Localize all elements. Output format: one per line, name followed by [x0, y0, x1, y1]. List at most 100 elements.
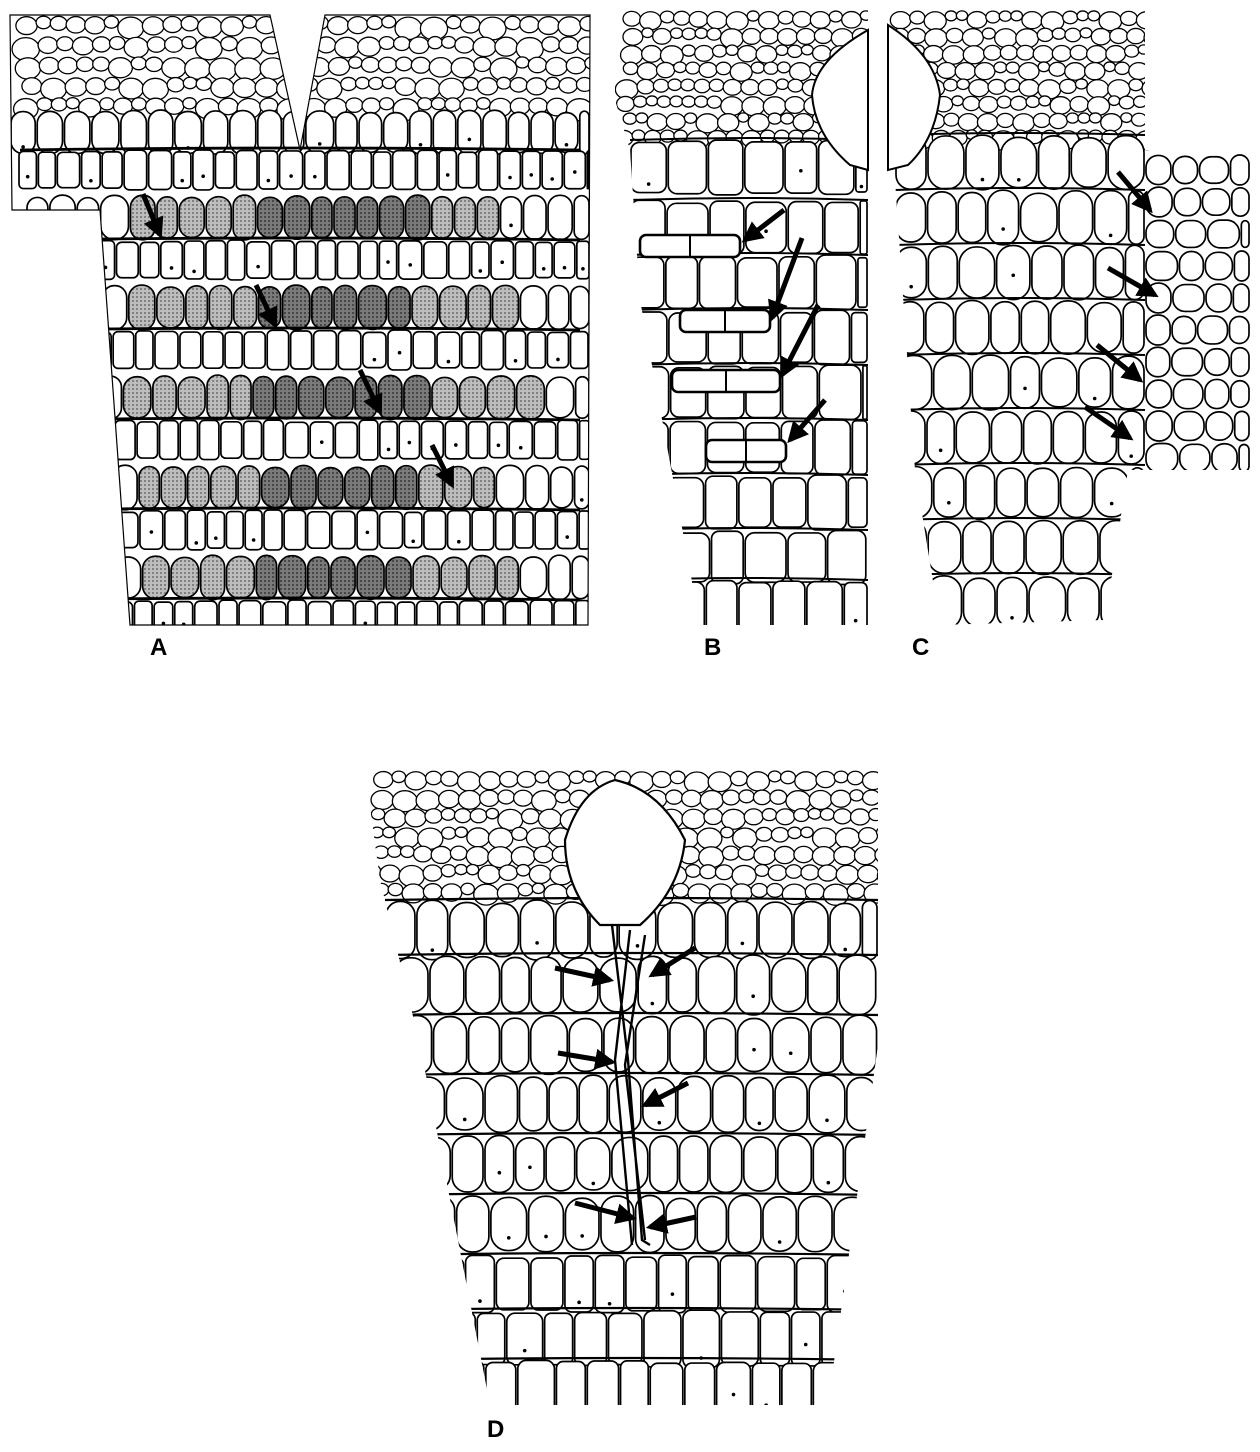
nucleus-dot	[89, 179, 93, 183]
nucleus-dot	[1017, 178, 1021, 182]
small-cell	[636, 113, 648, 123]
cell	[851, 313, 867, 363]
small-cell	[988, 79, 1006, 94]
cell	[963, 521, 991, 573]
cell	[858, 258, 867, 307]
cell	[394, 958, 428, 1012]
cell	[64, 111, 89, 153]
cell	[384, 113, 408, 153]
cell	[668, 141, 706, 194]
small-cell	[341, 77, 357, 90]
small-cell	[498, 790, 515, 804]
cell	[206, 197, 231, 239]
small-cell	[1052, 46, 1071, 62]
cell	[308, 512, 330, 548]
cell	[1024, 411, 1052, 464]
cell	[226, 512, 243, 549]
cell	[530, 600, 552, 640]
cell	[569, 1019, 602, 1072]
small-cell	[313, 16, 328, 29]
small-cell	[726, 45, 738, 55]
small-cell	[235, 58, 262, 80]
cell	[372, 466, 394, 509]
small-cell	[957, 79, 969, 89]
cell	[115, 512, 138, 547]
nucleus-dot	[581, 267, 585, 271]
cell	[507, 1313, 543, 1365]
small-cell	[642, 46, 662, 63]
cell	[174, 152, 191, 188]
cell	[1173, 379, 1203, 408]
nucleus-dot	[1129, 454, 1133, 458]
cell	[57, 152, 79, 187]
small-cell	[1019, 63, 1039, 80]
cell	[1146, 187, 1172, 217]
tier-boundary	[895, 573, 1145, 575]
small-cell	[788, 827, 802, 838]
cell	[424, 511, 446, 550]
cell	[426, 1196, 455, 1251]
small-cell	[1075, 79, 1087, 89]
cell	[201, 555, 225, 599]
small-cell	[66, 17, 86, 33]
cell	[412, 286, 438, 329]
small-cell	[652, 772, 671, 788]
small-cell	[767, 884, 783, 898]
cell	[997, 577, 1027, 627]
small-cell	[505, 16, 521, 29]
small-cell	[810, 12, 830, 29]
cell	[580, 111, 589, 154]
cell	[410, 1077, 444, 1131]
cell	[631, 422, 668, 474]
small-cell	[700, 865, 716, 879]
cell	[670, 422, 705, 474]
nucleus-dot	[843, 1290, 847, 1294]
small-cell	[781, 771, 796, 784]
cell	[27, 197, 48, 237]
small-cell	[396, 57, 412, 71]
cell	[284, 510, 305, 550]
small-cell	[789, 130, 804, 142]
small-cell	[1077, 11, 1089, 21]
cell	[551, 467, 573, 508]
small-cell	[721, 97, 743, 116]
cell	[1123, 302, 1144, 353]
cell	[636, 1017, 668, 1074]
cell	[32, 332, 50, 368]
cell	[69, 421, 90, 460]
small-cell	[952, 96, 964, 106]
small-cell	[681, 79, 695, 91]
cell	[11, 556, 38, 600]
cell	[852, 421, 867, 475]
small-cell	[451, 58, 475, 78]
cell	[680, 1136, 708, 1192]
cell	[896, 355, 932, 409]
cell	[744, 1137, 776, 1191]
small-cell	[163, 17, 182, 33]
cell	[738, 1019, 771, 1072]
cell	[50, 195, 75, 240]
small-cell	[722, 790, 740, 805]
cell	[357, 197, 378, 238]
small-cell	[666, 790, 683, 804]
cell	[92, 421, 114, 460]
small-cell	[296, 37, 318, 55]
cell	[1146, 252, 1177, 281]
small-cell	[776, 45, 788, 55]
small-cell	[716, 62, 731, 74]
cell	[399, 421, 419, 459]
small-cell	[548, 772, 570, 790]
small-cell	[668, 79, 682, 90]
cell	[698, 956, 734, 1013]
nucleus-dot	[608, 1302, 612, 1306]
cell	[706, 581, 737, 635]
cell	[491, 1197, 527, 1250]
cell	[171, 557, 199, 597]
small-cell	[809, 791, 832, 810]
cell	[379, 376, 402, 420]
cell	[934, 468, 964, 517]
nucleus-dot	[764, 229, 768, 233]
nucleus-dot	[468, 138, 472, 142]
cell	[318, 468, 343, 508]
cell	[500, 151, 521, 189]
